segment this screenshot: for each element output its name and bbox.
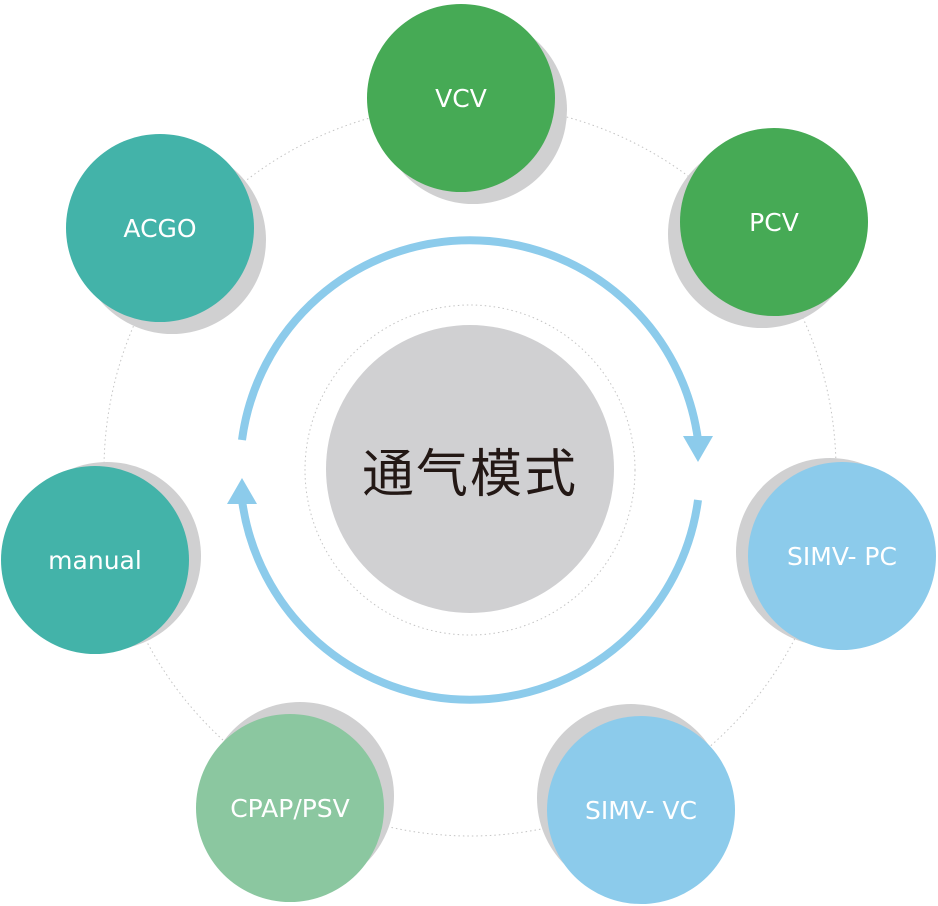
cycle-arrow-bottom	[238, 499, 702, 704]
mode-label-pcv: PCV	[749, 207, 799, 237]
mode-label-simv-pc: SIMV- PC	[787, 541, 897, 571]
cycle-arrowhead-left	[227, 478, 257, 504]
node-disc: VCV	[367, 4, 555, 192]
node-disc: CPAP/PSV	[196, 714, 384, 902]
cycle-arrowhead-right	[683, 436, 713, 462]
cycle-arrow-top	[238, 236, 702, 441]
node-disc: SIMV- PC	[748, 462, 936, 650]
mode-label-cpap-psv: CPAP/PSV	[230, 793, 350, 823]
center-hub: 通气模式	[326, 325, 614, 613]
mode-node-simv-pc[interactable]: SIMV- PC	[736, 458, 936, 650]
mode-node-pcv[interactable]: PCV	[668, 128, 868, 328]
inner-dotted-ring	[304, 304, 636, 636]
mode-label-acgo: ACGO	[123, 213, 197, 243]
mode-node-simv-vc[interactable]: SIMV- VC	[537, 704, 735, 904]
mode-node-acgo[interactable]: ACGO	[66, 134, 266, 334]
node-disc: SIMV- VC	[547, 716, 735, 904]
node-disc: manual	[1, 466, 189, 654]
node-disc: PCV	[680, 128, 868, 316]
node-disc: ACGO	[66, 134, 254, 322]
center-title: 通气模式	[361, 444, 578, 505]
mode-label-manual: manual	[48, 545, 142, 575]
mode-node-manual[interactable]: manual	[1, 462, 201, 654]
mode-node-cpap-psv[interactable]: CPAP/PSV	[196, 702, 394, 902]
mode-label-vcv: VCV	[435, 83, 487, 113]
mode-label-simv-vc: SIMV- VC	[585, 795, 697, 825]
mode-node-vcv[interactable]: VCV	[367, 4, 567, 204]
